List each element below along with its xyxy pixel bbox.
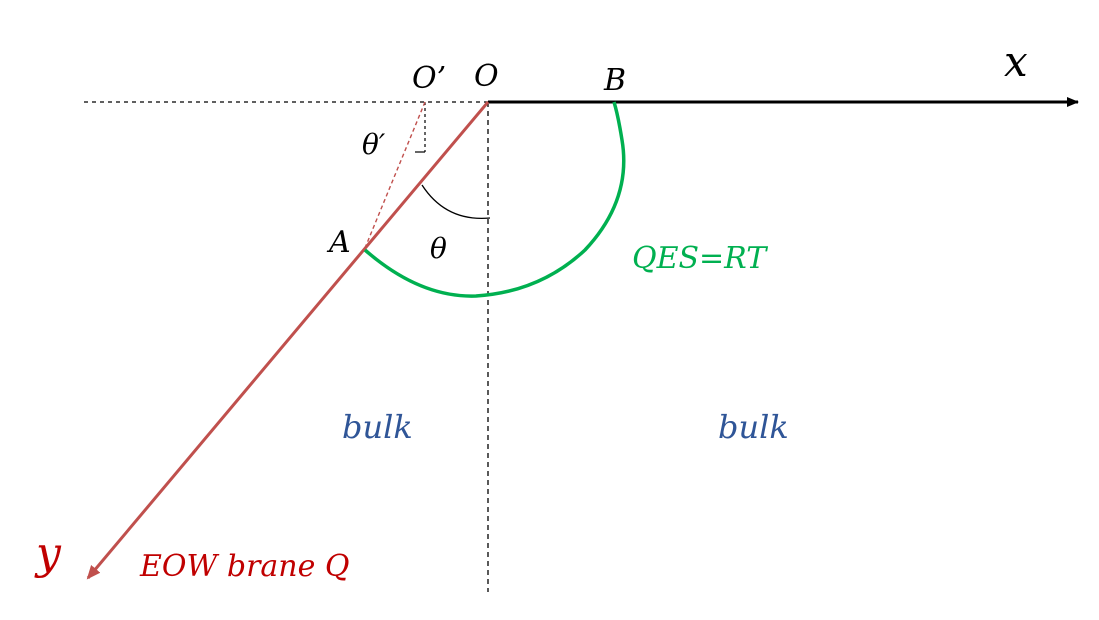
point-a-label: A bbox=[326, 225, 351, 260]
theta-prime-label: θ′ bbox=[362, 128, 386, 161]
bulk-right-label: bulk bbox=[718, 408, 789, 446]
point-b-label: B bbox=[603, 63, 626, 98]
o-prime-to-a-dashed-line bbox=[364, 101, 426, 249]
eow-brane-label: EOW brane Q bbox=[139, 549, 350, 584]
origin-label: O bbox=[474, 59, 499, 94]
qes-rt-curve bbox=[363, 101, 626, 298]
origin-prime-label: O’ bbox=[412, 61, 446, 96]
bulk-left-label: bulk bbox=[342, 408, 413, 446]
eow-brane-line bbox=[86, 101, 490, 580]
y-axis-label: y bbox=[34, 528, 62, 579]
x-axis-label: x bbox=[1004, 37, 1028, 86]
theta-label: θ bbox=[430, 232, 447, 265]
theta-angle-arc bbox=[421, 184, 491, 220]
qes-rt-label: QES=RT bbox=[632, 241, 768, 276]
